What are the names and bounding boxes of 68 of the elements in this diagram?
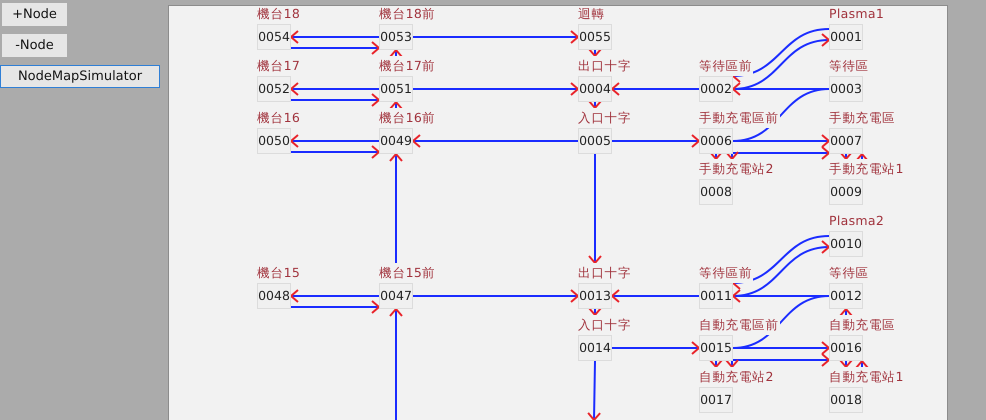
- connector-arrow: [732, 28, 830, 83]
- node-id-box: 0011: [699, 283, 733, 309]
- connector-arrow: [389, 308, 403, 420]
- connector-arrow: [587, 360, 602, 420]
- connector-arrow: [611, 289, 699, 303]
- connector-arrow: [733, 134, 830, 148]
- connector-arrow: [291, 93, 380, 107]
- node-id-box: 0049: [379, 128, 413, 154]
- connector-arrow: [733, 341, 830, 355]
- node-id-box: 0051: [379, 76, 413, 102]
- node-label: 自動充電區前: [699, 315, 780, 335]
- connector-arrow: [709, 359, 723, 368]
- connector-arrow: [290, 30, 379, 44]
- connector-arrow: [732, 235, 830, 290]
- node-id-box: 0009: [829, 179, 863, 205]
- connector-arrow: [389, 49, 403, 58]
- connector-arrow: [839, 308, 853, 317]
- connector-arrow: [588, 307, 602, 316]
- connector-arrow: [389, 101, 403, 110]
- node-id-box: 0013: [578, 283, 612, 309]
- node-id-box: 0010: [829, 231, 863, 257]
- node-id-box: 0047: [379, 283, 413, 309]
- node-id-box: 0012: [829, 283, 863, 309]
- connector-arrow: [612, 134, 700, 148]
- node-id-box: 0054: [257, 24, 291, 50]
- node-id-box: 0017: [699, 387, 733, 413]
- connector-arrow: [291, 300, 380, 314]
- add-node-button: +Node: [2, 3, 67, 26]
- connector-arrow: [839, 359, 853, 368]
- simulator-button: NodeMapSimulator: [0, 65, 160, 88]
- connector-arrow: [725, 353, 830, 368]
- node-id-box: 0052: [257, 76, 291, 102]
- connector-arrow: [290, 82, 379, 96]
- connector-arrow: [389, 153, 403, 263]
- node-id-box: 0053: [379, 24, 413, 50]
- node-id-box: 0008: [699, 179, 733, 205]
- node-id-box: 0048: [257, 283, 291, 309]
- connector-arrow: [413, 289, 579, 303]
- node-label: 手動充電區前: [699, 108, 780, 128]
- connector-arrow: [855, 153, 869, 162]
- connector-arrow: [588, 100, 602, 109]
- node-id-box: 0001: [829, 24, 863, 50]
- node-id-box: 0002: [699, 76, 733, 102]
- connector-arrow: [588, 48, 602, 57]
- connector-arrow: [855, 360, 869, 369]
- connector-arrow: [412, 134, 578, 148]
- connector-arrow: [612, 341, 700, 355]
- connector-arrow: [611, 82, 699, 96]
- node-id-box: 0003: [829, 76, 863, 102]
- node-id-box: 0050: [257, 128, 291, 154]
- node-id-box: 0015: [699, 335, 733, 361]
- connector-arrow: [291, 145, 380, 159]
- node-id-box: 0004: [578, 76, 612, 102]
- node-id-box: 0006: [699, 128, 733, 154]
- node-id-box: 0014: [578, 335, 612, 361]
- connector-arrow: [725, 146, 830, 160]
- remove-node-button: -Node: [2, 34, 67, 57]
- connector-arrow: [290, 289, 379, 303]
- node-id-box: 0016: [829, 335, 863, 361]
- node-id-box: 0007: [829, 128, 863, 154]
- node-id-box: 0018: [829, 387, 863, 413]
- connector-arrow: [290, 134, 379, 148]
- node-id-box: 0055: [578, 24, 612, 50]
- connector-arrow: [291, 41, 380, 55]
- connector-arrow: [588, 154, 602, 264]
- connector-arrow: [413, 82, 579, 96]
- node-id-box: 0005: [578, 128, 612, 154]
- connector-arrow: [413, 30, 579, 44]
